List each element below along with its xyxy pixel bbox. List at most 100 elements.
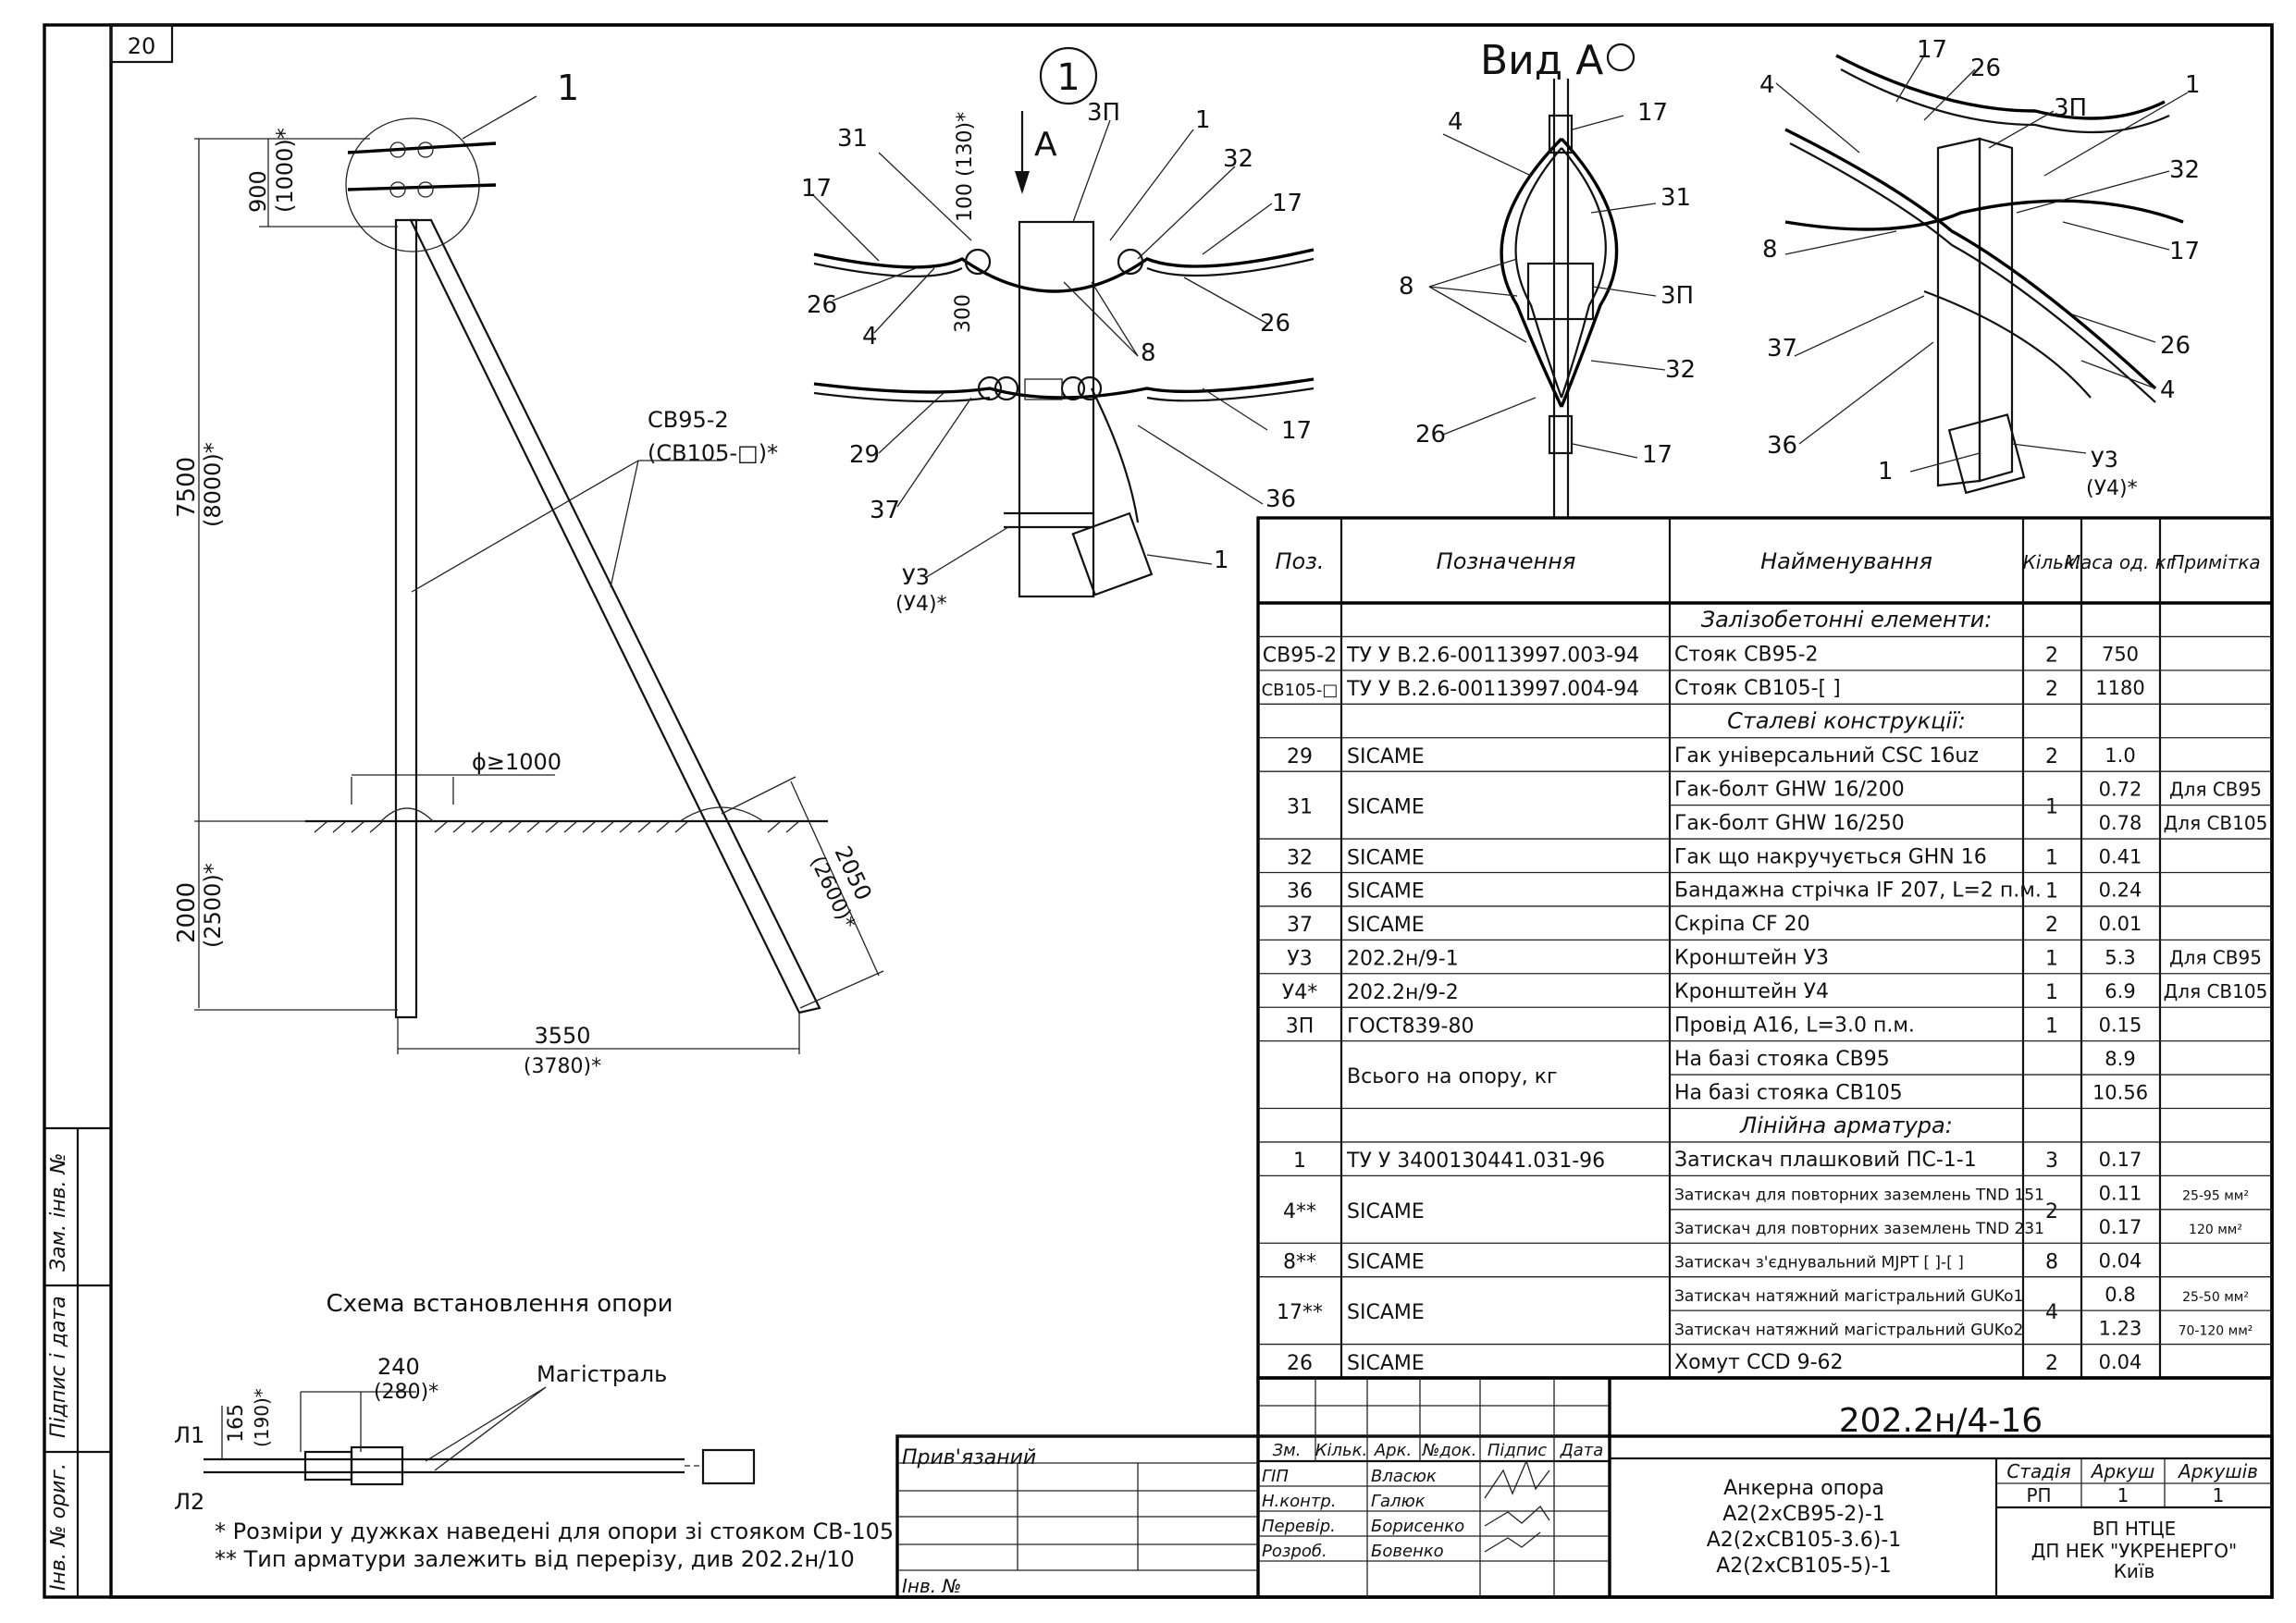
- table-cell-name: Гак що накручується GHN 16: [1674, 845, 1987, 868]
- strip-inv-orig: Інв. № ориг.: [47, 1463, 70, 1591]
- role-2: Перевір.: [1262, 1517, 1336, 1536]
- detail-dim-mid: 300: [952, 294, 975, 333]
- table-cell-qty: 3: [2045, 1150, 2058, 1173]
- detail-label-32: 32: [1223, 145, 1253, 173]
- table-cell-designation: ГОСТ839-80: [1347, 1014, 1474, 1038]
- detail-label-26-right: 26: [1260, 310, 1290, 338]
- table-cell-mass: 0.8: [2105, 1284, 2135, 1306]
- detail-arrow-label: А: [1034, 126, 1057, 164]
- table-cell-name: Затискач натяжний магістральний GUKo1: [1674, 1287, 2023, 1306]
- view-a-label-3p: 3П: [1660, 282, 1694, 310]
- table-cell-designation: SICAME: [1347, 846, 1425, 869]
- detail-label-17-right: 17: [1272, 190, 1302, 217]
- table-cell-mass: 0.01: [2099, 913, 2142, 935]
- sheet-number: 20: [128, 33, 156, 59]
- table-cell-qty: 2: [2045, 1200, 2058, 1223]
- detail-label-1-top: 1: [1195, 106, 1211, 134]
- table-cell-pos: 17**: [1277, 1301, 1323, 1324]
- ground-dim-alt: (3780)*: [524, 1055, 601, 1078]
- org-line-2: Київ: [2114, 1560, 2155, 1582]
- table-cell-name: Бандажна стрічка IF 207, L=2 п.м.: [1674, 879, 2042, 903]
- table-cell-pos: 4**: [1283, 1200, 1316, 1223]
- detail-label-8: 8: [1141, 339, 1156, 367]
- table-cell-qty: 4: [2045, 1301, 2058, 1324]
- isometric-view: 17 26 4 3П 1 32 8 17 37 26 4 36 1 У3 (У4…: [1759, 36, 2201, 500]
- table-cell-mass: 1.0: [2105, 744, 2135, 767]
- table-cell-note: 25-95 мм²: [2182, 1189, 2249, 1204]
- iso-label-17-right: 17: [2169, 238, 2200, 265]
- person-3: Бовенко: [1371, 1542, 1444, 1561]
- pole-callout: 1: [557, 68, 579, 108]
- org-line-0: ВП НТЦЕ: [2092, 1518, 2177, 1540]
- iso-label-26-right: 26: [2160, 332, 2191, 360]
- iso-label-y3: У3: [2091, 447, 2118, 473]
- iso-label-17-top: 17: [1917, 36, 1947, 64]
- table-cell-pos: 1: [1293, 1150, 1306, 1173]
- view-a-label-26: 26: [1415, 421, 1446, 449]
- table-cell-qty: 1: [2045, 1014, 2058, 1038]
- pole-dim-base: 2000: [173, 882, 201, 943]
- iso-label-1-top: 1: [2185, 71, 2201, 99]
- rev-h-sign: Підпис: [1487, 1441, 1547, 1460]
- table-cell-designation: 202.2н/9-1: [1347, 948, 1459, 971]
- title-line-1: А2(2хСВ95-2)-1: [1722, 1503, 1885, 1526]
- stage-v-2: 1: [2213, 1484, 2225, 1506]
- table-cell-note: 70-120 мм²: [2179, 1323, 2253, 1338]
- table-cell-mass: 0.04: [2099, 1351, 2142, 1373]
- detail-label-4: 4: [862, 323, 878, 350]
- table-section-title: Залізобетонні елементи:: [1701, 607, 1993, 633]
- table-section-title: Сталеві конструкції:: [1727, 708, 1966, 734]
- th-qty: Кільк.: [2023, 551, 2081, 573]
- table-cell-mass: 0.24: [2099, 879, 2142, 902]
- table-cell-name: Затискач з'єднувальний MJPT [ ]-[ ]: [1674, 1253, 1964, 1272]
- table-cell-pos: 31: [1287, 796, 1313, 819]
- role-0: ГІП: [1262, 1467, 1289, 1486]
- table-cell-qty: 1: [2045, 846, 2058, 869]
- detail-label-36: 36: [1265, 486, 1296, 513]
- table-cell-name: Затискач плашковий ПС-1-1: [1674, 1149, 1977, 1172]
- detail-label-y4: (У4)*: [895, 593, 947, 616]
- view-a-label-31: 31: [1660, 184, 1691, 212]
- pole-dim-top-alt: (1000)*: [272, 128, 298, 213]
- detail-label-37: 37: [870, 497, 900, 524]
- table-cell-name: Затискач для повторних заземлень TND 231: [1674, 1220, 2044, 1238]
- tb-inv-label: Інв. №: [902, 1575, 961, 1597]
- title-line-3: А2(2хСВ105-5)-1: [1716, 1555, 1892, 1578]
- table-cell-qty: 2: [2045, 1352, 2058, 1375]
- table-cell-mass: 0.17: [2099, 1216, 2142, 1238]
- detail-1: 1 А 100 (130)* 300: [801, 46, 1315, 616]
- rev-h-ark: Арк.: [1374, 1441, 1412, 1460]
- org-line-1: ДП НЕК "УКРЕНЕРГО": [2031, 1540, 2237, 1562]
- table-cell-qty: 1: [2045, 948, 2058, 971]
- th-designation: Позначення: [1437, 548, 1576, 574]
- scheme-dim-h: 165: [225, 1404, 248, 1443]
- table-cell-designation: SICAME: [1347, 1200, 1425, 1223]
- scheme-title: Схема встановлення опори: [326, 1290, 673, 1318]
- person-2: Борисенко: [1371, 1517, 1464, 1536]
- title-line-2: А2(2хСВ105-3.6)-1: [1707, 1529, 1902, 1552]
- table-cell-pos: 3П: [1286, 1014, 1315, 1038]
- table-cell-designation: ТУ У В.2.6-00113997.004-94: [1346, 678, 1639, 701]
- table-cell-qty: 2: [2045, 645, 2058, 668]
- table-cell-name: Гак-болт GHW 16/200: [1674, 778, 1905, 801]
- table-cell-name: Кронштейн У3: [1674, 947, 1829, 970]
- pole-dim-base-alt: (2500)*: [200, 863, 226, 948]
- signature-mark: [1484, 1459, 1550, 1499]
- table-cell-pos: 26: [1287, 1352, 1313, 1375]
- table-cell-note: Для СВ105: [2164, 980, 2268, 1002]
- left-strip: Інв. № ориг. Підпис і дата Зам. інв. №: [44, 1126, 111, 1597]
- iso-label-4-top: 4: [1759, 71, 1775, 99]
- table-cell-mass: 750: [2102, 644, 2139, 666]
- table-cell-name: Провід А16, L=3.0 п.м.: [1674, 1014, 1915, 1037]
- detail-label-26-left: 26: [807, 291, 837, 319]
- scheme-dim-h-alt: (190)*: [251, 1388, 273, 1447]
- iso-label-32: 32: [2169, 156, 2200, 184]
- iso-label-3p: 3П: [2054, 94, 2087, 122]
- scheme-l2: Л2: [174, 1489, 204, 1515]
- table-cell-designation: SICAME: [1347, 1352, 1425, 1375]
- table-section-title: Лінійна арматура:: [1739, 1113, 1953, 1138]
- detail-label-31: 31: [837, 125, 868, 153]
- scheme-dim-w: 240: [377, 1354, 420, 1380]
